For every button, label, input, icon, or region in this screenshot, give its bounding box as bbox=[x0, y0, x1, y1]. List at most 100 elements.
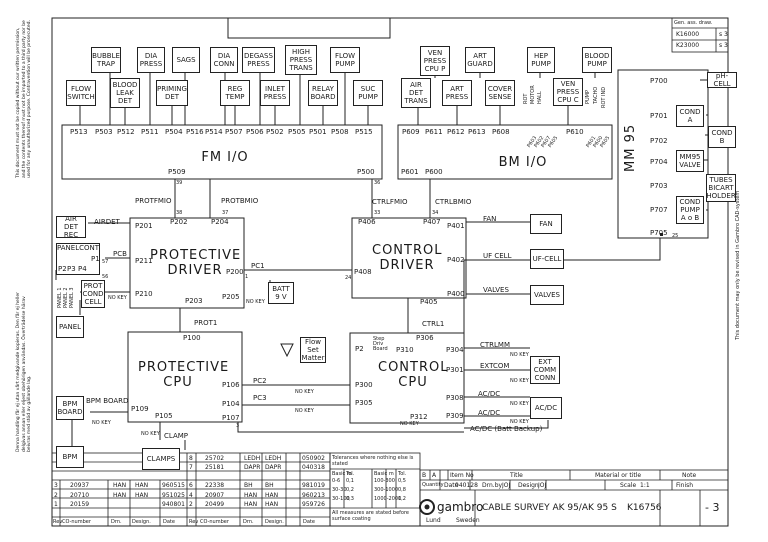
ven-press-cpu-c-box: VEN PRESS CPU C bbox=[553, 78, 583, 106]
port-p513: P513 bbox=[70, 128, 88, 136]
rev-date-2: 940801 bbox=[162, 501, 185, 508]
rev-co-0: 20937 bbox=[70, 482, 90, 489]
bpm-box: BPM bbox=[56, 446, 84, 468]
port-p402: P402 bbox=[447, 256, 465, 264]
label-pump: PUMP bbox=[585, 89, 591, 104]
col-note: Note bbox=[682, 472, 697, 479]
port-p707: P707 bbox=[650, 206, 668, 214]
quantity-label: Quantity bbox=[422, 482, 444, 488]
tol-head-2: Basic m bbox=[374, 471, 394, 477]
port-p705: P705 bbox=[650, 229, 668, 237]
relay-board-box: RELAY BOARD bbox=[308, 80, 338, 106]
rev-dr-1: HAN bbox=[113, 491, 127, 499]
rev2-header-rev: Rev bbox=[189, 519, 199, 525]
flow-pump-box: FLOW PUMP bbox=[330, 47, 360, 73]
dia-conn-box: DIA CONN bbox=[210, 47, 238, 73]
port-p203: P203 bbox=[185, 297, 203, 305]
rev2-header-co: CO-number bbox=[200, 519, 229, 525]
rev-header-date: Date bbox=[163, 519, 175, 525]
no-key-10: NO KEY bbox=[92, 420, 111, 426]
rev2-dr-0: BH bbox=[244, 482, 253, 489]
reg-temp-box: REG TEMP bbox=[220, 80, 250, 106]
rev2-header-ds: Design. bbox=[265, 519, 284, 525]
cond-a-box: COND A bbox=[676, 105, 704, 127]
upper-rev-d-1: 040318 bbox=[302, 464, 325, 471]
port-p504: P504 bbox=[165, 128, 183, 136]
port-p204: P204 bbox=[211, 218, 229, 226]
rev-header-co: CO-number bbox=[62, 519, 91, 525]
mm95-valve-box: MM95 VALVE bbox=[676, 150, 704, 172]
tol-cell-2-1: 0,3 bbox=[346, 496, 354, 502]
rev2-2: 2 bbox=[189, 501, 193, 508]
port-p506: P506 bbox=[246, 128, 264, 136]
port-p201: P201 bbox=[135, 222, 153, 230]
rev-2: 1 bbox=[54, 501, 58, 508]
port-p105: P105 bbox=[155, 412, 173, 420]
no-key-7: NO KEY bbox=[295, 389, 314, 395]
tol-cell-0-1: 0,1 bbox=[346, 478, 354, 484]
no-key-11: NO KEY bbox=[400, 421, 419, 427]
port-p308: P308 bbox=[446, 394, 464, 402]
tolerance-footnote: All measures are stated before surface c… bbox=[332, 510, 409, 522]
wire-pc2: PC2 bbox=[253, 377, 267, 385]
col-material: Material or title bbox=[595, 472, 642, 479]
ext-comm-conn-box: EXT COMM CONN bbox=[530, 356, 560, 384]
port-p310: P310 bbox=[396, 346, 414, 354]
scale-value: 1:1 bbox=[640, 482, 650, 489]
port-p408: P408 bbox=[354, 268, 372, 276]
port-p501: P501 bbox=[309, 128, 327, 136]
port-p509: P509 bbox=[168, 168, 186, 176]
protective-driver-title: PROTECTIVE DRIVER bbox=[150, 248, 242, 278]
port-p511: P511 bbox=[141, 128, 159, 136]
control-driver-title: CONTROL DRIVER bbox=[372, 243, 443, 273]
label-tacho: TACHO bbox=[593, 86, 599, 104]
blood-pump-box: BLOOD PUMP bbox=[582, 47, 612, 73]
upper-rev-a-1: DAPR bbox=[244, 464, 261, 471]
wire-num-34: 34 bbox=[432, 210, 439, 216]
drawing-title: CABLE SURVEY AK 95/AK 95 S bbox=[482, 503, 617, 513]
wire-pc3: PC3 bbox=[253, 394, 267, 402]
wire-num-38: 38 bbox=[176, 210, 183, 216]
tubes-bicart-holder-box: TUBES BICART HOLDER bbox=[706, 174, 736, 202]
tol-cell-0-0: 0-6 bbox=[332, 478, 341, 484]
port-p100: P100 bbox=[183, 334, 201, 342]
rev-dr-0: HAN bbox=[113, 482, 127, 489]
rev2-1: 4 bbox=[189, 491, 193, 499]
wire-num-33: 33 bbox=[374, 210, 381, 216]
port-p300: P300 bbox=[355, 381, 373, 389]
copyright-note-en: This document must not be copied without… bbox=[16, 20, 32, 178]
panel-small-3: PANEL 3 bbox=[69, 287, 75, 308]
port-p610: P610 bbox=[566, 128, 584, 136]
suc-pump-box: SUC PUMP bbox=[353, 80, 383, 106]
date-value: 940128 bbox=[455, 482, 478, 489]
port-p608: P608 bbox=[492, 128, 510, 136]
port-p2: P2 bbox=[355, 345, 364, 353]
port-p516: P516 bbox=[186, 128, 204, 136]
rev2-dr-1: HAN bbox=[244, 491, 258, 499]
rev-header-dr: Drn. bbox=[111, 519, 122, 525]
ref-code-1: K16000 bbox=[676, 31, 700, 38]
wire-p4: P4 bbox=[78, 265, 87, 273]
flow-set-meter-box: Flow Set Matter bbox=[300, 337, 326, 363]
wire-protbmio: PROTBMIO bbox=[221, 197, 259, 205]
rev-ds-0: HAN bbox=[135, 482, 149, 489]
port-p305: P305 bbox=[355, 399, 373, 407]
upper-rev-n-1: 7 bbox=[189, 464, 193, 471]
wire-acdc-1: AC/DC bbox=[478, 390, 501, 398]
port-p104: P104 bbox=[222, 400, 240, 408]
dia-press-box: DIA PRESS bbox=[137, 47, 165, 73]
clamps-box: CLAMPS bbox=[142, 448, 180, 470]
wire-prot1: PROT1 bbox=[194, 319, 218, 327]
tol-cell-1-3: 0,8 bbox=[398, 487, 406, 493]
port-p107: P107 bbox=[222, 414, 240, 422]
no-key-9: NO KEY bbox=[141, 431, 160, 437]
bubble-trap-box: BUBBLE TRAP bbox=[91, 47, 121, 73]
wire-acdc-batt: AC/DC (Batt Backup) bbox=[470, 425, 543, 433]
sags-box: SAGS bbox=[172, 47, 200, 73]
city-sweden: Sweden bbox=[456, 517, 480, 524]
tol-cell-1-1: 0,2 bbox=[346, 487, 354, 493]
port-p505: P505 bbox=[288, 128, 306, 136]
port-p401: P401 bbox=[447, 222, 465, 230]
wire-uf-cell: UF CELL bbox=[483, 252, 512, 260]
port-p202: P202 bbox=[170, 218, 188, 226]
